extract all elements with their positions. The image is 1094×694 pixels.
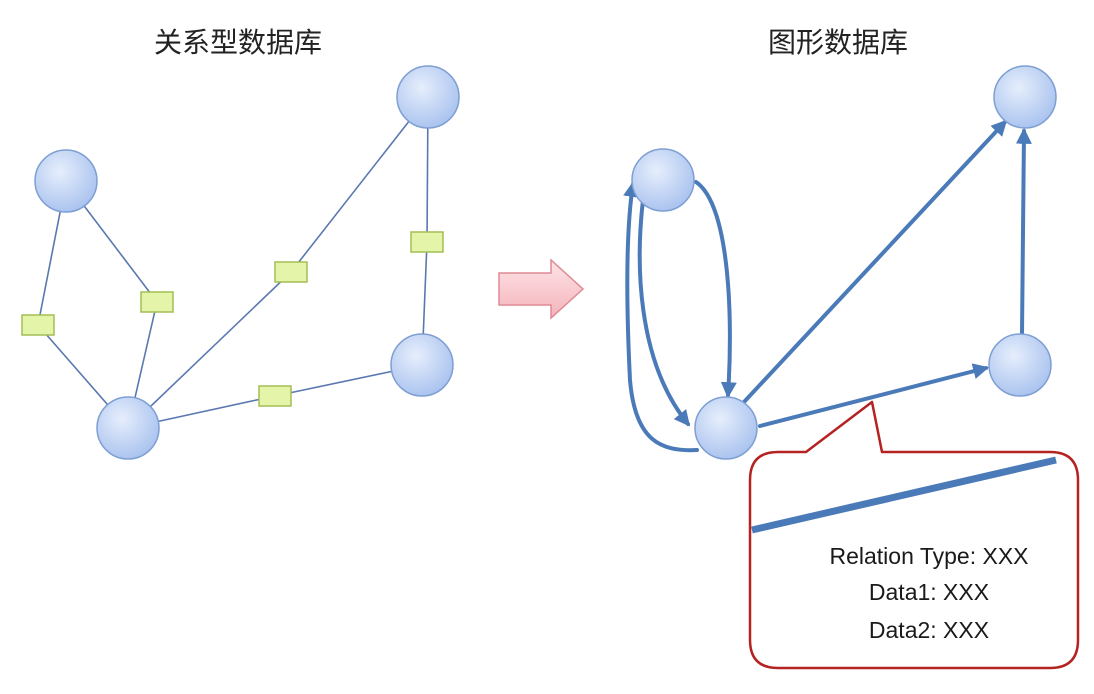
- graph-diagram: [623, 65, 1057, 460]
- callout-data2: Data2: XXX: [869, 617, 989, 643]
- callout-data1: Data1: XXX: [869, 579, 989, 605]
- join-table-box: [410, 231, 444, 253]
- graph-db-title: 图形数据库: [768, 26, 908, 59]
- relational-edge: [127, 271, 292, 429]
- graph-edge: [637, 198, 691, 427]
- graph-node: [993, 65, 1057, 129]
- relational-node: [396, 65, 460, 129]
- relational-node: [96, 396, 160, 460]
- relational-db-title: 关系型数据库: [154, 26, 322, 59]
- graph-edge: [758, 363, 990, 428]
- graph-node: [631, 148, 695, 212]
- graph-edge: [1015, 127, 1032, 336]
- graph-edge: [742, 119, 1008, 404]
- callout-relation-type: Relation Type: XXX: [829, 543, 1028, 569]
- graph-edge: [694, 180, 737, 399]
- graph-node: [988, 333, 1052, 397]
- relational-edge: [290, 96, 429, 273]
- transform-arrow: [498, 258, 585, 320]
- graph-node: [694, 396, 758, 460]
- relational-node: [34, 149, 98, 213]
- callout-edge-sample: [751, 456, 1057, 534]
- join-table-box: [21, 314, 55, 336]
- graph-edge: [623, 180, 699, 453]
- join-table-box: [140, 291, 174, 313]
- join-table-box: [258, 385, 292, 407]
- join-table-box: [274, 261, 308, 283]
- relationship-callout: Relation Type: XXX Data1: XXX Data2: XXX: [748, 400, 1080, 670]
- callout-bubble: [748, 400, 1080, 670]
- relational-diagram: [21, 65, 460, 460]
- relational-node: [390, 333, 454, 397]
